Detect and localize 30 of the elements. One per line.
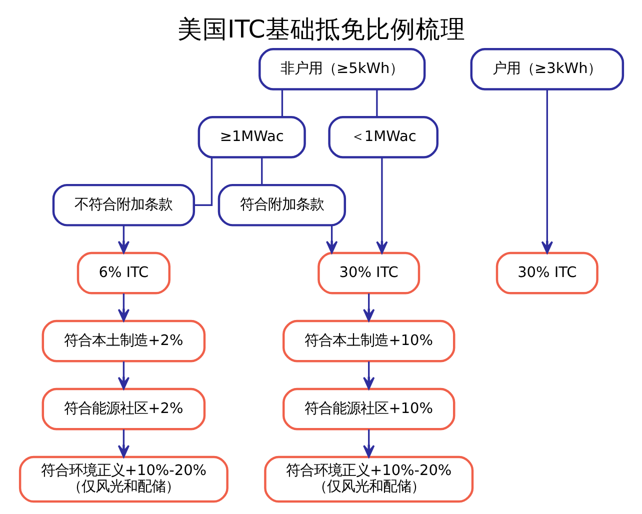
node-box: 符合环境正义+10%-20% （仅风光和配储） — [18, 455, 228, 502]
node-box: 符合能源社区+2% — [41, 387, 206, 430]
arrow — [540, 88, 552, 254]
arrow — [376, 156, 388, 254]
node-box: 符合能源社区+10% — [282, 387, 455, 430]
arrow — [325, 225, 338, 254]
arrow — [117, 360, 130, 389]
node-box: 30% ITC — [317, 251, 420, 294]
connector — [193, 157, 212, 206]
node-box: 符合本土制造+2% — [41, 319, 206, 362]
node-box: 符合环境正义+10%-20% （仅风光和配储） — [264, 455, 474, 502]
node-box: 户用（≥3kWh） — [470, 48, 624, 90]
node-box: 符合本土制造+10% — [282, 319, 455, 362]
arrow — [362, 293, 374, 322]
arrow — [362, 360, 374, 389]
arrow — [362, 428, 374, 458]
arrow — [117, 428, 130, 458]
diagram-title: 美国ITC基础抵免比例梳理 — [177, 14, 465, 44]
node-box: 不符合附加条款 — [52, 183, 195, 226]
node-box: ＜1MWac — [328, 115, 438, 158]
connector — [280, 89, 283, 116]
node-box: 符合附加条款 — [217, 183, 346, 226]
node-box: ≥1MWac — [197, 115, 306, 158]
arrow — [117, 293, 130, 322]
connector — [376, 89, 378, 116]
node-box: 30% ITC — [495, 251, 598, 294]
node-box: 6% ITC — [76, 251, 170, 294]
connector — [260, 157, 262, 184]
arrow — [117, 225, 130, 254]
node-box: 非户用（≥5kWh） — [258, 48, 426, 90]
